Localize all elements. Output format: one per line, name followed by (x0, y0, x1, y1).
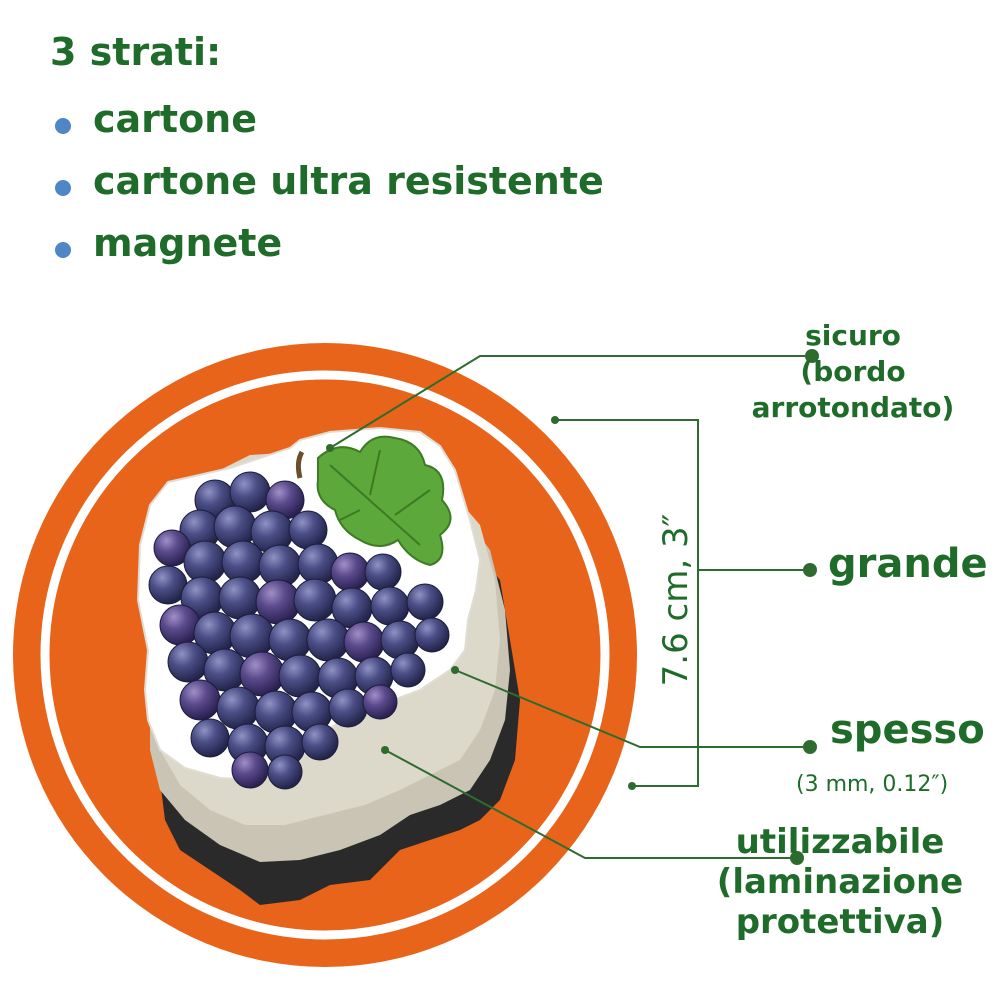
grape-berry (231, 751, 269, 789)
grape-stem (295, 450, 305, 479)
callout-usable-line3: protettiva) (735, 902, 945, 942)
grape-berry (218, 576, 262, 620)
dimension-label: 7.6 cm, 3″ (656, 513, 696, 687)
callout-line-usable (384, 749, 797, 859)
dimension-bracket (555, 419, 699, 787)
grape-berry (330, 552, 370, 592)
callout-safe-line1: sicuro (805, 319, 901, 352)
callout-usable-line1: utilizzabile (735, 822, 945, 862)
layer-label: cartone ultra resistente (93, 159, 604, 203)
callout-thick: spesso (830, 707, 985, 753)
grape-leaf-icon (316, 435, 452, 567)
callout-line-thick (454, 669, 810, 748)
callout-safe-line3: arrotondato) (751, 391, 955, 424)
grape-berry (406, 583, 444, 621)
grape-berry (167, 641, 209, 683)
layer-label: cartone (93, 97, 258, 141)
grape-berry (268, 618, 312, 662)
grape-berry (370, 586, 410, 626)
grape-berry (190, 718, 230, 758)
thickness-spec: (3 mm, 0.12″) (796, 772, 949, 797)
bullet-dot-icon (55, 242, 71, 258)
layer-item-cardboard: cartone (55, 88, 604, 150)
bullet-dot-icon (55, 180, 71, 196)
grape-berry (288, 510, 328, 550)
grape-berry (179, 679, 221, 721)
layer-item-magnet: magnete (55, 212, 604, 274)
callout-safe-line2: (bordo (800, 355, 906, 388)
grape-berry (364, 553, 402, 591)
callout-lines (326, 349, 819, 865)
bullet-dot-icon (55, 118, 71, 134)
callout-large: grande (828, 541, 988, 587)
grape-berry (328, 688, 368, 728)
callout-usable-line2: (laminazione (716, 862, 964, 902)
layer-item-heavy-cardboard: cartone ultra resistente (55, 150, 604, 212)
grape-berry (380, 620, 420, 660)
grape-berry (221, 540, 265, 584)
layers-list: cartone cartone ultra resistente magnete (55, 88, 604, 274)
grape-berry (267, 754, 303, 790)
grape-berry (229, 613, 275, 659)
grape-berry (362, 684, 398, 720)
callout-usable: utilizzabile (laminazione protettiva) (690, 822, 990, 942)
grape-bunch-icon (148, 471, 450, 790)
grape-berry (390, 652, 426, 688)
grape-berry (414, 617, 450, 653)
grape-berry (301, 723, 339, 761)
callout-line-safe (329, 355, 812, 449)
layers-heading: 3 strati: (50, 30, 222, 74)
grape-berry (306, 618, 350, 662)
grape-berry (216, 686, 260, 730)
callout-safe: sicuro (bordo arrotondato) (738, 318, 968, 426)
grape-berry (278, 654, 322, 698)
grape-berry (293, 578, 337, 622)
grape-berry (343, 621, 385, 663)
grape-berry (159, 604, 201, 646)
layer-label: magnete (93, 221, 283, 265)
grape-berry (183, 540, 227, 584)
